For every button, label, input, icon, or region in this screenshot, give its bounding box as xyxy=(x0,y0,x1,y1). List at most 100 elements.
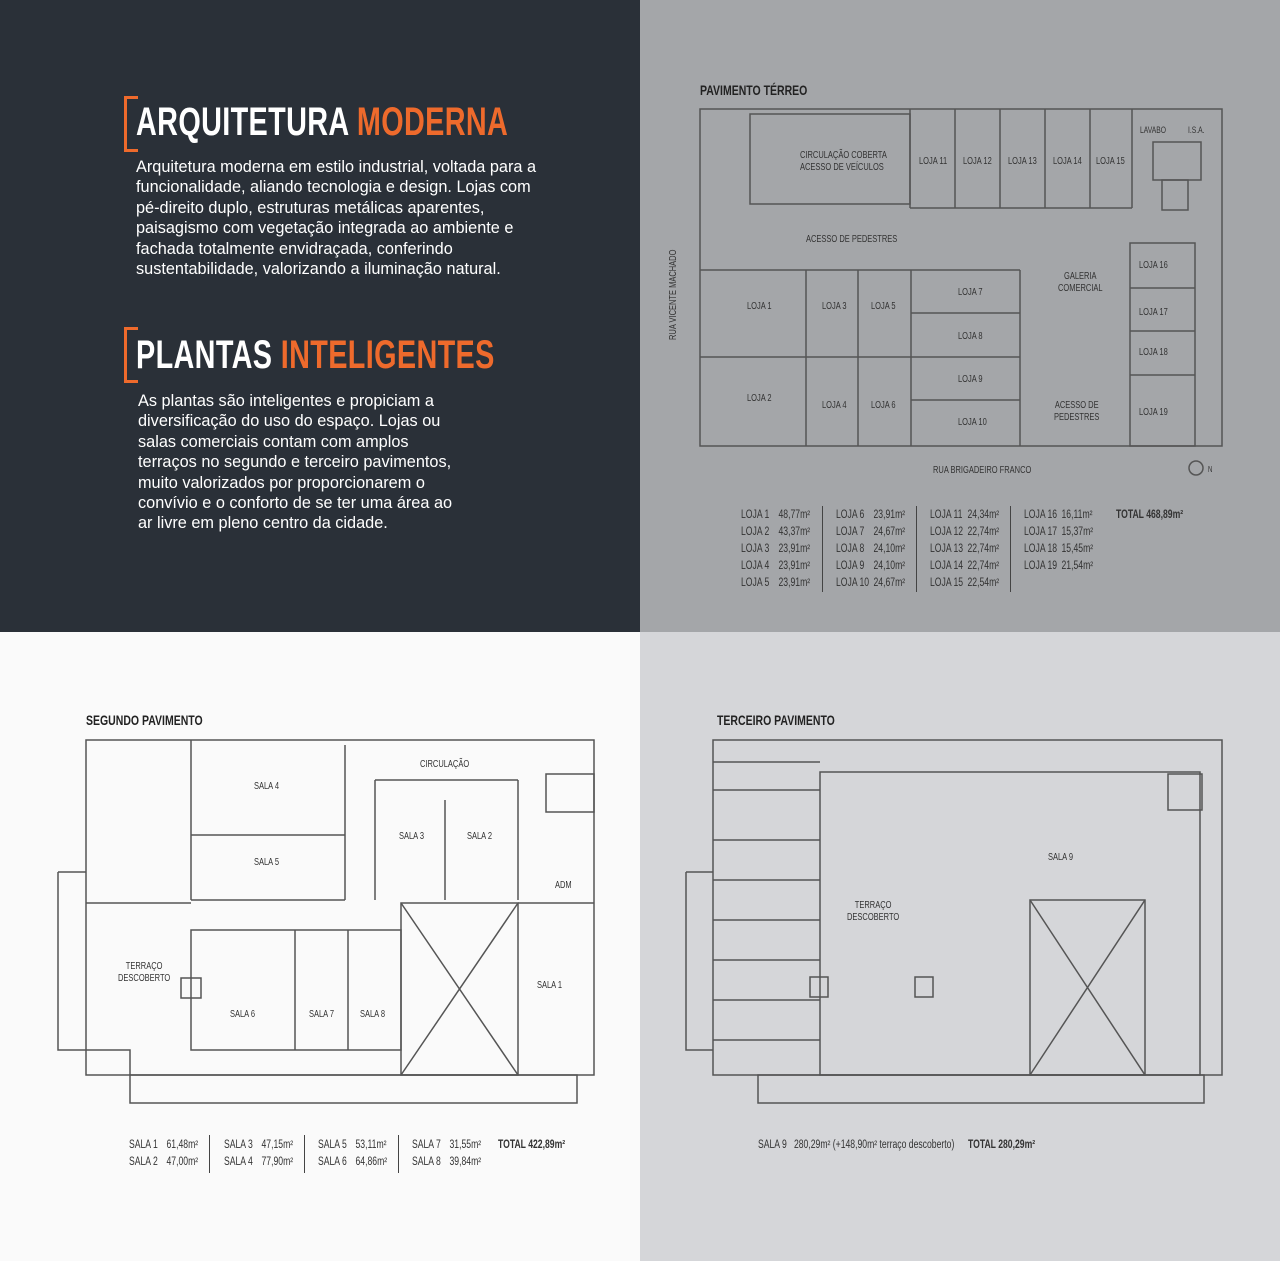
room-name: LOJA 19 xyxy=(1024,560,1058,572)
label-circulacao: CIRCULAÇÃO xyxy=(420,759,470,770)
divider xyxy=(916,506,917,592)
room-loja-9: LOJA 9 xyxy=(958,374,983,385)
room-loja-5: LOJA 5 xyxy=(871,301,896,312)
third-floor-title: TERCEIRO PAVIMENTO xyxy=(717,712,835,728)
room-name: SALA 2 xyxy=(129,1156,158,1168)
room-name: LOJA 10 xyxy=(836,577,870,589)
room-loja-15: LOJA 15 xyxy=(1096,156,1125,167)
room-name: LOJA 13 xyxy=(930,543,964,555)
room-loja-12: LOJA 12 xyxy=(963,156,992,167)
area-row: SALA 3 47,15m² xyxy=(224,1137,293,1154)
room-sala-7: SALA 7 xyxy=(309,1009,335,1020)
room-name: SALA 5 xyxy=(318,1139,347,1151)
room-loja-16: LOJA 16 xyxy=(1139,260,1168,271)
room-area: 77,90m² xyxy=(261,1156,294,1168)
room-area: 43,37m² xyxy=(778,526,811,538)
divider xyxy=(1010,506,1011,592)
room-name: LOJA 11 xyxy=(930,509,963,521)
room-sala-3: SALA 3 xyxy=(399,831,425,842)
ground-floor-panel xyxy=(640,0,1280,632)
room-area: 47,15m² xyxy=(261,1139,294,1151)
room-area: 15,45m² xyxy=(1061,543,1094,555)
area-row: SALA 7 31,55m² xyxy=(412,1137,481,1154)
heading-bracket xyxy=(124,327,138,383)
room-name: SALA 3 xyxy=(224,1139,253,1151)
divider xyxy=(822,506,823,592)
area-row: SALA 2 47,00m² xyxy=(129,1154,198,1171)
second-floor-panel xyxy=(0,632,640,1261)
room-sala-4: SALA 4 xyxy=(254,781,280,792)
room-area: 61,48m² xyxy=(166,1139,199,1151)
area-row: LOJA 2 43,37m² xyxy=(741,524,810,541)
room-sala-5: SALA 5 xyxy=(254,857,280,868)
divider xyxy=(209,1135,210,1173)
label-acesso-pedestres: ACESSO DE PEDESTRES xyxy=(806,234,898,245)
room-name: LOJA 16 xyxy=(1024,509,1058,521)
heading-arquitetura-moderna: ARQUITETURA MODERNA xyxy=(136,100,509,144)
area-row: SALA 8 39,84m² xyxy=(412,1154,481,1171)
room-loja-1: LOJA 1 xyxy=(747,301,772,312)
area-column: SALA 3 47,15m² SALA 4 77,90m² xyxy=(224,1137,293,1171)
room-name: LOJA 17 xyxy=(1024,526,1058,538)
third-floor-panel xyxy=(640,632,1280,1261)
room-name: LOJA 2 xyxy=(741,526,770,538)
room-name: LOJA 4 xyxy=(741,560,770,572)
room-area: 23,91m² xyxy=(778,577,811,589)
room-name: SALA 7 xyxy=(412,1139,441,1151)
room-area: 39,84m² xyxy=(449,1156,482,1168)
room-name: SALA 4 xyxy=(224,1156,253,1168)
third-floor-plan xyxy=(685,739,1223,1104)
room-name: LOJA 5 xyxy=(741,577,770,589)
room-area: 48,77m² xyxy=(778,509,811,521)
second-floor-plan xyxy=(57,739,595,1104)
room-loja-10: LOJA 10 xyxy=(958,417,987,428)
ground-floor-title: PAVIMENTO TÉRREO xyxy=(700,82,808,98)
room-area: 47,00m² xyxy=(166,1156,199,1168)
room-area: 23,91m² xyxy=(873,509,906,521)
room-loja-17: LOJA 17 xyxy=(1139,307,1168,318)
third-floor-area: SALA 9 280,29m² (+148,90m² terraço desco… xyxy=(758,1139,955,1151)
room-loja-11: LOJA 11 xyxy=(919,156,948,167)
label-lavabo: LAVABO xyxy=(1140,125,1167,135)
room-area: 22,74m² xyxy=(967,543,1000,555)
room-name: SALA 6 xyxy=(318,1156,347,1168)
room-area: 31,55m² xyxy=(449,1139,482,1151)
room-sala-6: SALA 6 xyxy=(230,1009,256,1020)
third-floor-total: TOTAL 280,29m² xyxy=(968,1139,1036,1151)
room-name: SALA 8 xyxy=(412,1156,441,1168)
second-floor-total: TOTAL 422,89m² xyxy=(498,1139,566,1151)
area-row: SALA 4 77,90m² xyxy=(224,1154,293,1171)
room-loja-8: LOJA 8 xyxy=(958,331,983,342)
room-area: 24,10m² xyxy=(873,560,906,572)
room-area: 53,11m² xyxy=(355,1139,387,1151)
room-area: 24,67m² xyxy=(873,577,906,589)
paragraph-arquitetura: Arquitetura moderna em estilo industrial… xyxy=(136,158,537,279)
room-sala-1: SALA 1 xyxy=(537,980,563,991)
room-name: LOJA 14 xyxy=(930,560,964,572)
label-adm: ADM xyxy=(555,880,572,891)
room-loja-2: LOJA 2 xyxy=(747,393,772,404)
second-floor-title: SEGUNDO PAVIMENTO xyxy=(86,712,203,728)
room-area: 22,74m² xyxy=(967,560,1000,572)
room-loja-7: LOJA 7 xyxy=(958,287,983,298)
area-row: SALA 5 53,11m² xyxy=(318,1137,387,1154)
room-name: LOJA 3 xyxy=(741,543,770,555)
room-sala-2: SALA 2 xyxy=(467,831,493,842)
room-name: LOJA 9 xyxy=(836,560,865,572)
intro-panel xyxy=(0,0,640,632)
room-name: LOJA 12 xyxy=(930,526,964,538)
paragraph-plantas: As plantas são inteligentes e propiciam … xyxy=(138,392,453,533)
room-loja-13: LOJA 13 xyxy=(1008,156,1037,167)
north-icon: N xyxy=(1208,465,1213,474)
divider xyxy=(398,1135,399,1173)
room-area: 64,86m² xyxy=(355,1156,388,1168)
room-area: 23,91m² xyxy=(778,543,811,555)
